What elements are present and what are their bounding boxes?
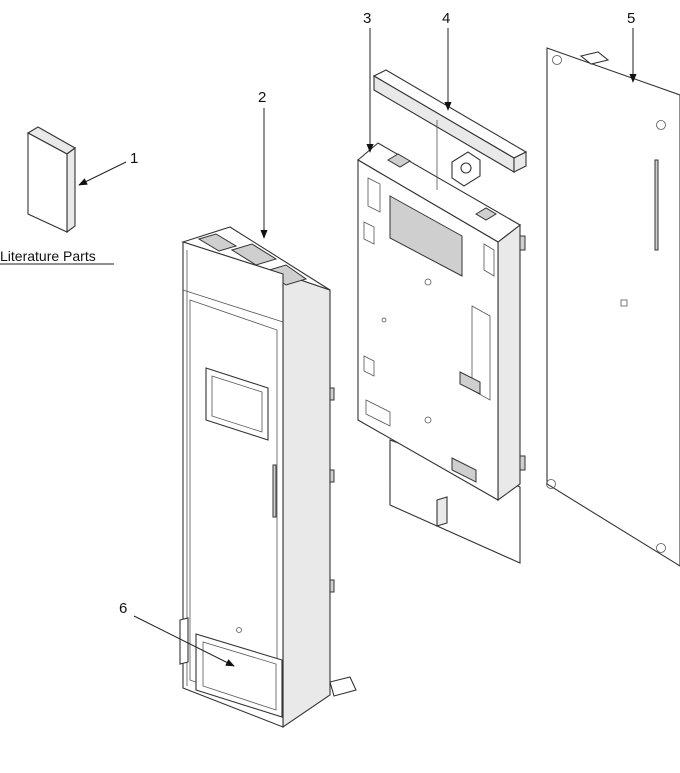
- callout-label-3: 3: [363, 10, 371, 27]
- literature-parts-caption: Literature Parts: [0, 248, 96, 264]
- callout-label-1: 1: [130, 150, 138, 167]
- control-strip: [372, 69, 528, 173]
- leader-1: [78, 161, 127, 186]
- callout-label-5: 5: [627, 10, 635, 27]
- control-board-bracket: [357, 142, 526, 564]
- leader-6: [133, 615, 235, 667]
- callout-label-4: 4: [442, 10, 450, 27]
- control-panel-frame: [179, 226, 357, 729]
- callout-leaders: [78, 28, 637, 667]
- literature-booklet: [26, 126, 77, 234]
- callout-label-6: 6: [119, 600, 127, 617]
- membrane-switch-panel: [546, 47, 680, 567]
- callout-label-2: 2: [258, 89, 266, 106]
